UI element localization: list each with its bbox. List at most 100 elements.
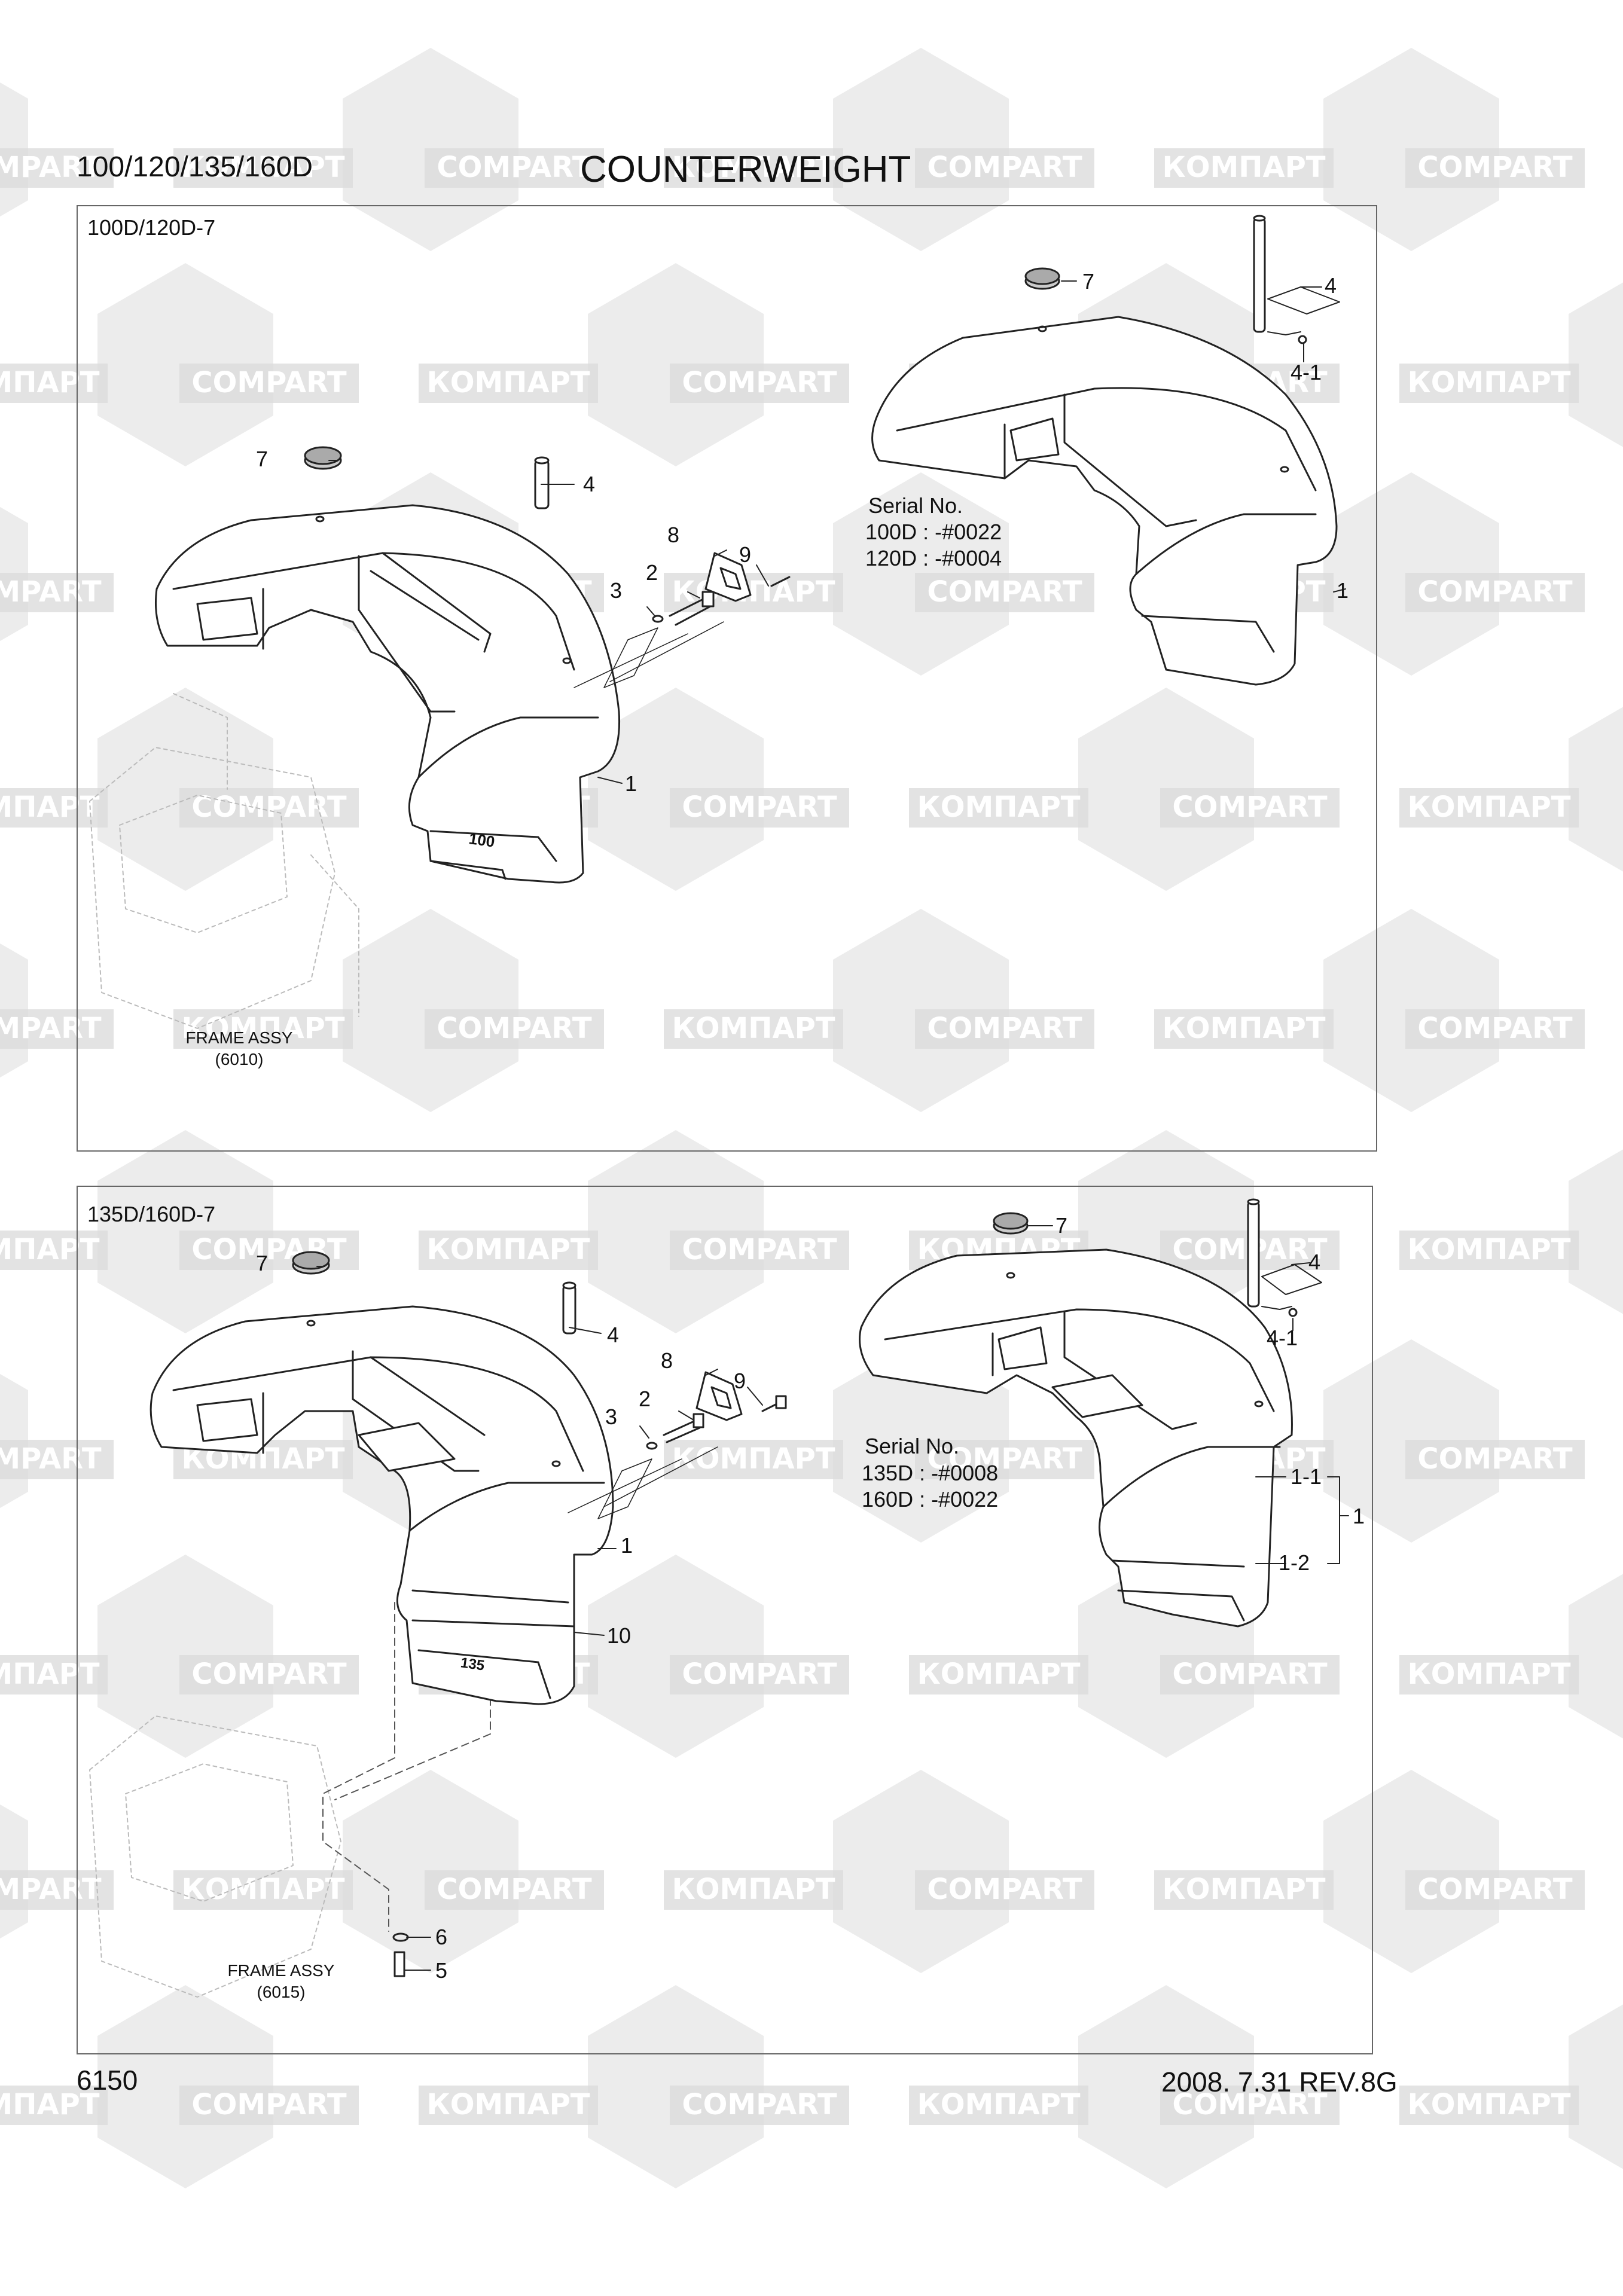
watermark-text: COMPART — [191, 1657, 347, 1691]
watermark-band — [1160, 1655, 1340, 1694]
callout-9: 9 — [739, 542, 752, 567]
watermark-band — [419, 1231, 598, 1270]
callout-7: 7 — [1082, 269, 1095, 294]
watermark-text: КОМПАРТ — [426, 366, 590, 399]
page-number: 6150 — [77, 2065, 138, 2096]
callout-8: 8 — [667, 523, 680, 547]
frame-assy-ref: (6015) — [257, 1983, 306, 2001]
watermark-band — [1405, 1009, 1585, 1049]
callout-9: 9 — [734, 1369, 746, 1393]
watermark-text: COMPART — [437, 151, 592, 184]
watermark-text: КОМПАРТ — [181, 151, 344, 184]
watermark-band — [670, 788, 849, 828]
watermark-band — [1405, 573, 1585, 612]
callout-8: 8 — [661, 1348, 673, 1373]
watermark-text: КОМПАРТ — [917, 790, 1080, 824]
callout-5: 5 — [435, 1958, 448, 1983]
watermark-band — [419, 364, 598, 403]
watermark-hexagon — [1569, 2004, 1623, 2169]
watermark-text: COMPART — [1417, 1442, 1573, 1476]
watermark-band — [670, 1655, 849, 1694]
watermark-band — [1399, 1655, 1579, 1694]
watermark-hexagon — [1569, 282, 1623, 447]
callout-1: 1 — [1337, 578, 1349, 603]
watermark-band — [909, 1655, 1088, 1694]
watermark-text: COMPART — [682, 2088, 837, 2121]
watermark-band — [173, 1870, 353, 1910]
watermark-text: КОМПАРТ — [1162, 1012, 1325, 1045]
watermark-text: КОМПАРТ — [917, 2088, 1080, 2121]
watermark-text: КОМПАРТ — [672, 1012, 835, 1045]
watermark-band — [1399, 364, 1579, 403]
watermark-text: КОМПАРТ — [1407, 2088, 1570, 2121]
watermark-hexagon — [1569, 1149, 1623, 1314]
frame-assy-label: FRAME ASSY (6015) — [221, 1960, 341, 2003]
watermark-band — [664, 148, 843, 188]
watermark-text: КОМПАРТ — [0, 1657, 100, 1691]
watermark-band — [670, 1231, 849, 1270]
panel-135d-160d — [77, 1186, 1373, 2054]
watermark-text: КОМПАРТ — [917, 1657, 1080, 1691]
watermark-band — [1154, 1870, 1334, 1910]
watermark-text: COMPART — [1172, 790, 1328, 824]
watermark-text: COMPART — [1417, 1873, 1573, 1906]
watermark-band — [179, 2086, 359, 2125]
watermark-band — [909, 788, 1088, 828]
watermark-text: КОМПАРТ — [0, 2088, 100, 2121]
watermark-band — [419, 2086, 598, 2125]
frame-assy-label: FRAME ASSY (6010) — [179, 1027, 299, 1070]
watermark-band — [425, 1009, 604, 1049]
watermark-text: COMPART — [0, 1873, 102, 1906]
watermark-band — [909, 2086, 1088, 2125]
watermark-band — [173, 148, 353, 188]
counterweight-135d-left — [89, 1251, 787, 1998]
callout-7: 7 — [256, 1251, 269, 1275]
watermark-text: COMPART — [927, 1873, 1082, 1906]
watermark-text: КОМПАРТ — [672, 575, 835, 609]
callout-4: 4 — [607, 1323, 620, 1347]
watermark-text: COMPART — [1417, 1012, 1573, 1045]
casting-mark: 100 — [468, 829, 496, 851]
watermark-band — [1399, 2086, 1579, 2125]
watermark-text: COMPART — [0, 1012, 102, 1045]
watermark-band — [1160, 2086, 1340, 2125]
callout-4: 4 — [583, 472, 596, 496]
page-title: COUNTERWEIGHT — [580, 149, 911, 190]
watermark-text: COMPART — [682, 1657, 837, 1691]
watermark-text: COMPART — [1417, 151, 1573, 184]
watermark-text: COMPART — [191, 366, 347, 399]
watermark-band — [664, 573, 843, 612]
revision-date: 2008. 7.31 REV.8G — [1161, 2066, 1398, 2097]
watermark-text: COMPART — [682, 1233, 837, 1266]
watermark-text: COMPART — [191, 2088, 347, 2121]
serial-heading: Serial No. — [868, 493, 963, 518]
watermark-band — [915, 1440, 1094, 1479]
watermark-hexagon — [1569, 1574, 1623, 1739]
watermark-text: COMPART — [0, 151, 102, 184]
models-label: 100/120/135/160D — [77, 151, 313, 183]
watermark-band — [670, 364, 849, 403]
panel-model-label: 135D/160D-7 — [87, 1202, 216, 1226]
callout-7: 7 — [256, 447, 269, 471]
watermark-text: COMPART — [0, 575, 102, 609]
watermark-band — [0, 1870, 114, 1910]
counterweight-100d-right — [871, 215, 1346, 686]
callout-4-1: 4-1 — [1267, 1326, 1298, 1350]
watermark-text: КОМПАРТ — [0, 366, 100, 399]
watermark-band — [179, 1655, 359, 1694]
watermark-text: КОМПАРТ — [672, 151, 835, 184]
serial-line: 160D : -#0022 — [862, 1487, 999, 1512]
watermark-text: COMPART — [927, 1442, 1082, 1476]
watermark-band — [1399, 788, 1579, 828]
callout-1: 1 — [621, 1533, 633, 1558]
watermark-band — [915, 1009, 1094, 1049]
watermark-text: КОМПАРТ — [426, 2088, 590, 2121]
watermark-band — [179, 788, 359, 828]
watermark-text: COMPART — [682, 790, 837, 824]
panel-model-label: 100D/120D-7 — [87, 215, 216, 240]
watermark-hexagon — [1569, 707, 1623, 872]
watermark-band — [0, 364, 108, 403]
watermark-band — [0, 1231, 108, 1270]
watermark-text: КОМПАРТ — [1407, 790, 1570, 824]
